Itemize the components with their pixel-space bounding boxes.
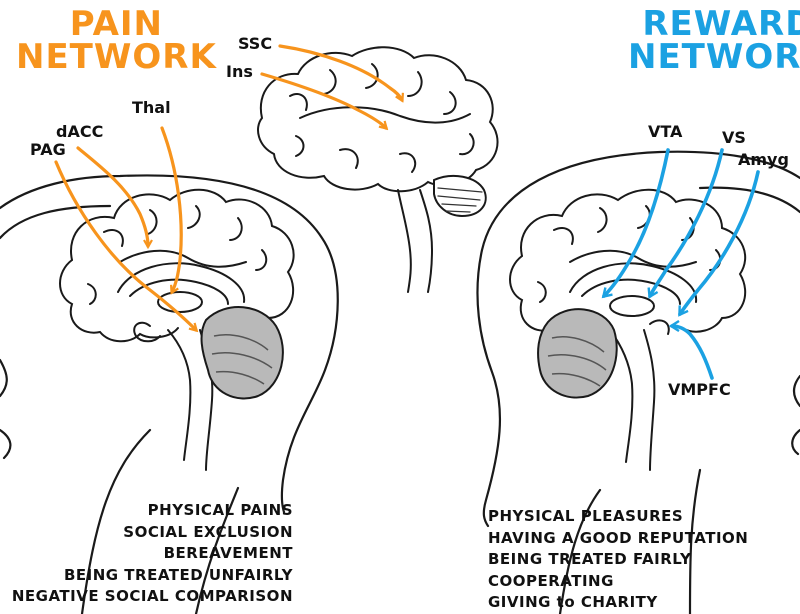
pain-title-line2: NETWORK — [16, 41, 217, 74]
vmpfc-arrow — [672, 326, 712, 378]
pain-item: SOCIAL EXCLUSION — [12, 522, 293, 544]
pag-arrow — [56, 162, 196, 330]
label-vs: VS — [722, 128, 746, 147]
label-pag: PAG — [30, 140, 66, 159]
reward-item: GIVING to CHARITY — [488, 592, 748, 614]
reward-network-title: REWARD NETWORK — [628, 8, 800, 74]
reward-item: HAVING A GOOD REPUTATION — [488, 528, 748, 550]
label-dacc: dACC — [56, 122, 103, 141]
pain-arrows — [56, 46, 402, 330]
reward-item: BEING TREATED FAIRLY — [488, 549, 748, 571]
label-ssc: SSC — [238, 34, 272, 53]
label-thal: Thal — [132, 98, 171, 117]
label-amyg: Amyg — [738, 150, 789, 169]
ins-arrow — [262, 74, 386, 128]
reward-triggers-list: PHYSICAL PLEASURES HAVING A GOOD REPUTAT… — [488, 506, 748, 614]
label-vta: VTA — [648, 122, 682, 141]
reward-item: COOPERATING — [488, 571, 748, 593]
label-ins: Ins — [226, 62, 253, 81]
vta-arrow — [604, 150, 668, 296]
pain-item: BEREAVEMENT — [12, 543, 293, 565]
reward-title-line2: NETWORK — [628, 41, 800, 74]
right-cerebellum — [538, 309, 617, 397]
thal-arrow — [162, 128, 181, 292]
pain-network-title: PAIN NETWORK — [16, 8, 217, 74]
label-vmpfc: VMPFC — [668, 380, 731, 399]
reward-item: PHYSICAL PLEASURES — [488, 506, 748, 528]
pain-item: PHYSICAL PAINS — [12, 500, 293, 522]
pain-item: NEGATIVE SOCIAL COMPARISON — [12, 586, 293, 608]
left-cerebellum — [202, 307, 283, 398]
pain-item: BEING TREATED UNFAIRLY — [12, 565, 293, 587]
reward-arrows — [604, 150, 758, 378]
pain-triggers-list: PHYSICAL PAINS SOCIAL EXCLUSION BEREAVEM… — [12, 500, 293, 608]
